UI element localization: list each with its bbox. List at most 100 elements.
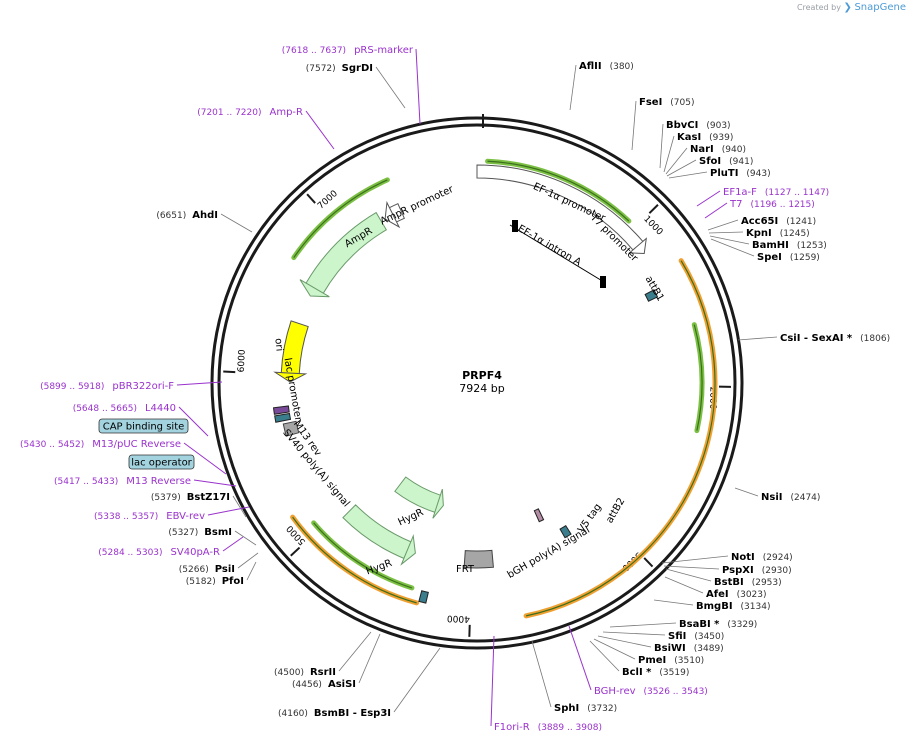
enzyme-name: NsiI	[761, 492, 782, 503]
enzyme-site[interactable]: NarI(940)	[690, 144, 746, 155]
enzyme-position: (3489)	[694, 644, 724, 654]
enzyme-name: NotI	[731, 552, 755, 563]
enzyme-site[interactable]: PfoI(5182)	[186, 576, 244, 587]
boxed-feature-frame	[128, 454, 195, 470]
primer-site[interactable]: L4440(5648 .. 5665)	[73, 403, 176, 414]
enzyme-position: (4160)	[278, 709, 308, 719]
enzyme-leader	[569, 64, 577, 111]
primer-site[interactable]: M13/pUC Reverse(5430 .. 5452)	[20, 439, 181, 450]
enzyme-leader	[665, 147, 688, 175]
primer-site[interactable]: BGH-rev(3526 .. 3543)	[594, 686, 708, 697]
enzyme-site[interactable]: PluTI(943)	[710, 168, 771, 179]
enzyme-site[interactable]: KpnI(1245)	[746, 228, 810, 239]
enzyme-leader	[665, 568, 712, 582]
primer-leader	[183, 442, 227, 475]
tick-label: 6000	[237, 349, 248, 373]
enzyme-site[interactable]: SphI(3732)	[554, 703, 617, 714]
enzyme-position: (3519)	[659, 668, 689, 678]
enzyme-site[interactable]: Acc65I(1241)	[741, 216, 816, 227]
enzyme-site[interactable]: SfiI(3450)	[668, 631, 724, 642]
primer-range: (5899 .. 5918)	[40, 382, 104, 392]
enzyme-site[interactable]: AflII(380)	[579, 61, 634, 72]
hygr-inner-arrow	[394, 476, 444, 519]
enzyme-site[interactable]: KasI(939)	[677, 132, 733, 143]
credit-brand: SnapGene	[854, 2, 906, 13]
enzyme-position: (4456)	[292, 680, 322, 690]
enzyme-position: (3023)	[737, 590, 767, 600]
enzyme-site[interactable]: PspXI(2930)	[722, 565, 792, 576]
enzyme-site[interactable]: AfeI (3023)	[706, 589, 767, 600]
backbone-inner	[217, 123, 737, 643]
enzyme-site[interactable]: SpeI(1259)	[757, 252, 820, 263]
enzyme-site[interactable]: RsrII(4500)	[274, 667, 336, 678]
enzyme-site[interactable]: PsiI(5266)	[179, 564, 235, 575]
primer-site[interactable]: EF1a-F(1127 .. 1147)	[723, 187, 829, 198]
primer-name: F1ori-R	[494, 722, 530, 733]
leader-lines	[176, 48, 778, 727]
enzyme-site[interactable]: BsmBI - Esp3I (4160)	[278, 708, 391, 719]
primer-site[interactable]: F1ori-R (3889 .. 3908)	[494, 722, 602, 733]
snapgene-credit: Created by ❯ SnapGene	[797, 2, 906, 13]
primer-range: (3889 .. 3908)	[538, 723, 602, 733]
enzyme-leader	[246, 561, 257, 581]
primer-name: EF1a-F	[723, 187, 757, 198]
enzyme-site[interactable]: BstBI(2953)	[714, 577, 782, 588]
primer-site[interactable]: Amp-R(7201 .. 7220)	[197, 107, 303, 118]
enzyme-site[interactable]: PmeI(3510)	[638, 655, 704, 666]
primer-site[interactable]: SV40pA-R(5284 .. 5303)	[98, 547, 220, 558]
enzyme-site[interactable]: BsiWI(3489)	[654, 643, 724, 654]
enzyme-site[interactable]: AhdI(6651)	[156, 210, 218, 221]
primer-name: BGH-rev	[594, 686, 636, 697]
enzyme-name: SfoI	[699, 156, 721, 167]
primer-name: L4440	[145, 403, 176, 414]
enzyme-site[interactable]: AsiSI(4456)	[292, 679, 356, 690]
enzyme-site[interactable]: BclI * (3519)	[622, 667, 689, 678]
v5-tag-block	[533, 508, 545, 523]
enzyme-site[interactable]: SgrDI(7572)	[306, 63, 373, 74]
enzyme-name: BclI *	[622, 667, 652, 678]
enzyme-site[interactable]: BamHI(1253)	[752, 240, 827, 251]
primer-site[interactable]: M13 Reverse(5417 .. 5433)	[54, 476, 191, 487]
enzyme-site[interactable]: NotI(2924)	[731, 552, 793, 563]
enzyme-name: KpnI	[746, 228, 772, 239]
enzyme-name: BsaBI *	[679, 619, 720, 630]
enzyme-site[interactable]: BstZ17I(5379)	[151, 492, 230, 503]
enzyme-position: (4500)	[274, 668, 304, 678]
feature-arrows	[272, 158, 718, 619]
boxed-feature-label: CAP binding site	[103, 422, 185, 433]
enzyme-site[interactable]: BbvCI(903)	[666, 120, 731, 131]
enzyme-name: BsmBI - Esp3I	[314, 708, 391, 719]
enzyme-site[interactable]: BsmI (5327)	[168, 527, 232, 538]
primer-range: (5338 .. 5357)	[94, 512, 158, 522]
enzyme-leader	[663, 565, 720, 570]
enzyme-site[interactable]: CsiI - SexAI *(1806)	[780, 333, 890, 344]
enzyme-leader	[710, 238, 755, 257]
enzyme-name: BsmI	[204, 527, 232, 538]
enzyme-position: (3732)	[587, 704, 617, 714]
enzyme-site[interactable]: FseI(705)	[639, 97, 695, 108]
cap-site-block	[274, 412, 292, 423]
primer-site[interactable]: EBV-rev(5338 .. 5357)	[94, 511, 205, 522]
enzyme-site[interactable]: NsiI(2474)	[761, 492, 820, 503]
enzyme-site[interactable]: BsaBI *(3329)	[679, 619, 757, 630]
primer-site[interactable]: pBR322ori-F(5899 .. 5918)	[40, 381, 174, 392]
enzyme-site[interactable]: BmgBI(3134)	[696, 601, 770, 612]
primer-leader	[193, 479, 237, 487]
primer-range: (1196 .. 1215)	[750, 200, 814, 210]
enzyme-site[interactable]: SfoI(941)	[699, 156, 753, 167]
enzyme-position: (1253)	[797, 241, 827, 251]
enzyme-name: BstBI	[714, 577, 744, 588]
orf-right-inner-core	[693, 324, 703, 431]
primer-site[interactable]: pRS-marker(7618 .. 7637)	[282, 45, 414, 56]
intron-start-mark	[512, 220, 518, 232]
enzyme-position: (5327)	[168, 528, 198, 538]
enzyme-leader	[709, 235, 750, 245]
enzyme-name: PfoI	[222, 576, 244, 587]
primer-site[interactable]: T7(1196 .. 1215)	[729, 199, 815, 210]
enzyme-leader	[609, 622, 677, 628]
enzyme-name: AfeI	[706, 589, 729, 600]
feature-label: attB1	[643, 274, 666, 303]
enzyme-leader	[663, 135, 675, 173]
primer-leader	[178, 406, 209, 437]
